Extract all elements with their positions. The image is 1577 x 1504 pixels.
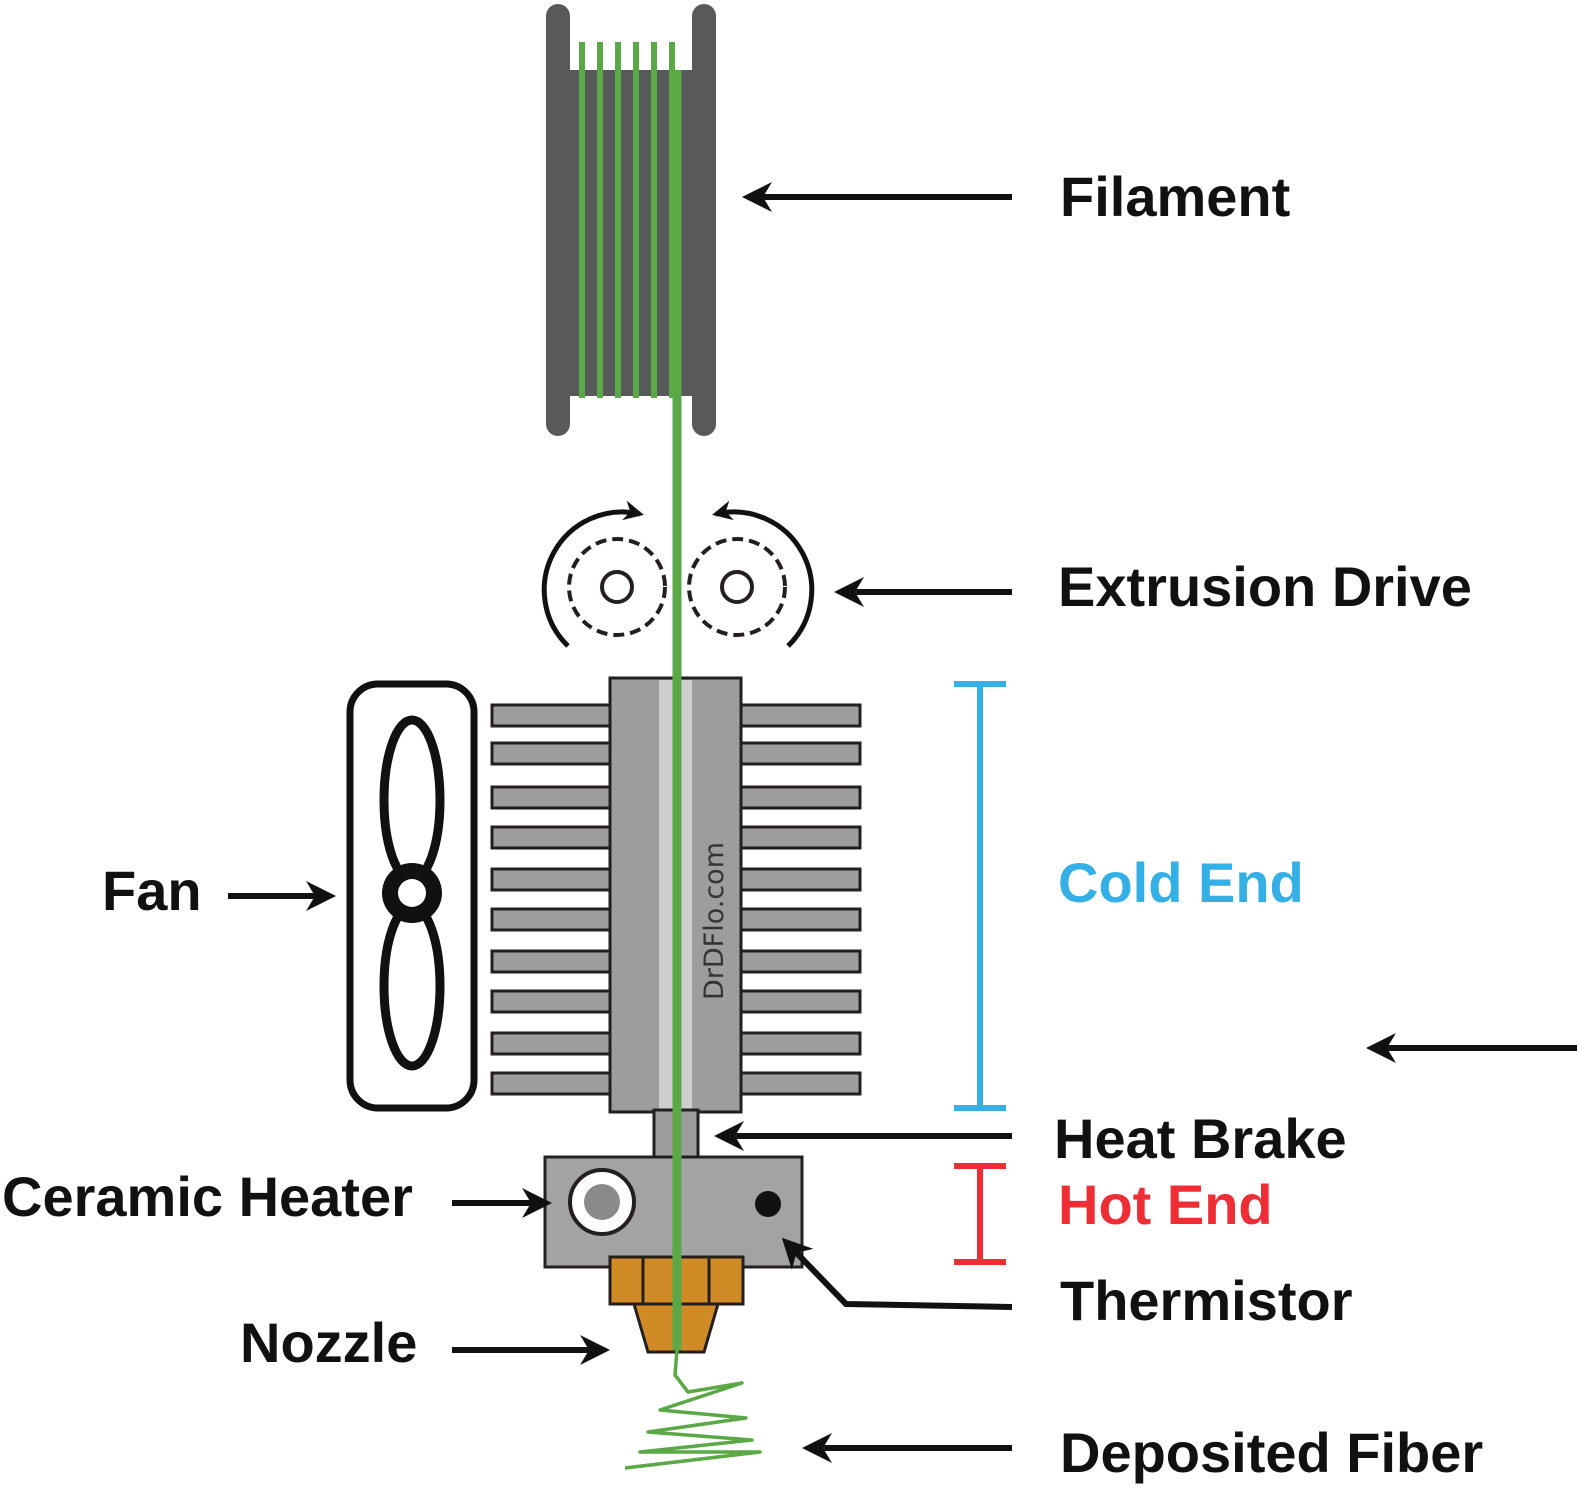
watermark: DrDFlo.com <box>699 842 730 1000</box>
label-extrusion-drive: Extrusion Drive <box>1058 555 1472 618</box>
thermistor-arrow <box>781 1237 1013 1310</box>
heatsink-fins-left <box>490 703 614 1096</box>
label-thermistor: Thermistor <box>1060 1269 1353 1332</box>
fan-blade-bottom <box>379 901 445 1071</box>
extrusion-drive <box>541 500 815 648</box>
fan-hub-center <box>398 879 426 907</box>
drive-gear-left <box>567 537 667 637</box>
pointer-arrows <box>228 182 1577 1463</box>
ceramic-heater-element <box>568 1168 636 1236</box>
fan <box>346 680 478 1112</box>
label-fan: Fan <box>102 859 202 922</box>
label-deposited-fiber: Deposited Fiber <box>1060 1421 1483 1484</box>
rotation-arrow-right <box>712 500 815 648</box>
spool-flange-left <box>546 4 570 436</box>
label-hot-end: Hot End <box>1058 1173 1273 1236</box>
label-cold-end: Cold End <box>1058 851 1304 914</box>
hot-end-bracket <box>954 1163 1006 1265</box>
fan-blade-top <box>379 715 445 885</box>
spool-flange-right <box>692 4 716 436</box>
cold-end-bracket <box>954 681 1006 1111</box>
filament-windings <box>579 42 675 398</box>
thermistor-element <box>755 1191 781 1217</box>
drive-gear-right <box>687 537 787 637</box>
label-nozzle: Nozzle <box>240 1311 417 1374</box>
label-filament: Filament <box>1060 165 1290 228</box>
deposited-fiber-trace <box>624 1349 762 1470</box>
filament-spool <box>546 4 716 436</box>
label-ceramic-heater: Ceramic Heater <box>2 1165 413 1228</box>
label-heat-brake: Heat Brake <box>1054 1107 1347 1170</box>
heatsink-fins-right <box>736 703 862 1096</box>
rotation-arrow-left <box>541 500 644 648</box>
